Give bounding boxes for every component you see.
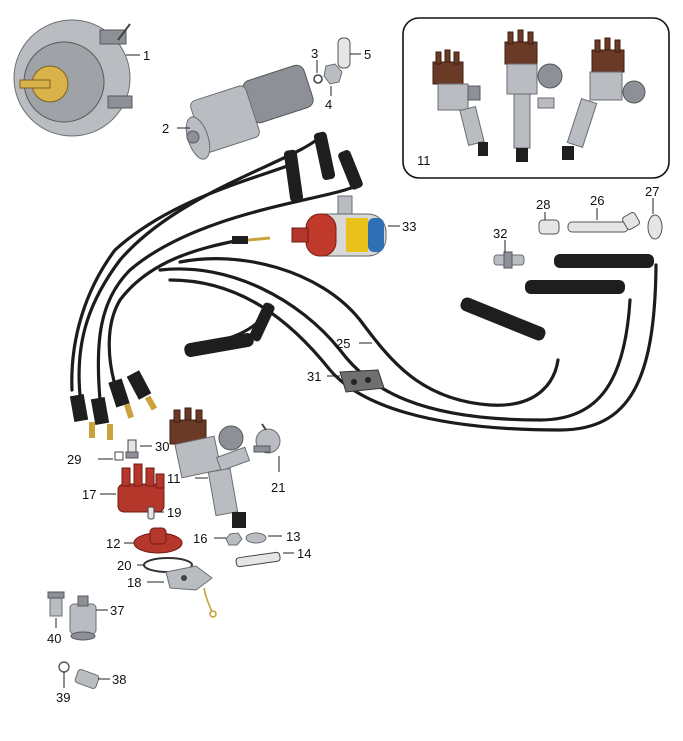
callout-4: 4 <box>325 97 332 112</box>
sender-40 <box>47 591 65 617</box>
connector-28 <box>538 219 560 235</box>
ignition-wire-set <box>69 131 658 440</box>
callout-12: 12 <box>106 536 120 551</box>
callout-38: 38 <box>112 672 126 687</box>
callout-5: 5 <box>364 47 371 62</box>
nut-16 <box>225 532 243 546</box>
callout-16: 16 <box>193 531 207 546</box>
callout-21: 21 <box>271 480 285 495</box>
callout-3: 3 <box>311 46 318 61</box>
callout-17: 17 <box>82 487 96 502</box>
callout-19: 19 <box>167 505 181 520</box>
distributor-cap-17 <box>117 463 165 513</box>
clip-29 <box>114 451 124 461</box>
alternator <box>13 19 133 137</box>
boot-5 <box>337 37 351 69</box>
callout-40: 40 <box>47 631 61 646</box>
starter-hardware <box>313 37 351 85</box>
callout-32: 32 <box>493 226 507 241</box>
oil-pressure-switch-37 <box>69 595 97 641</box>
callout-26: 26 <box>590 193 604 208</box>
starter-motor <box>185 64 314 160</box>
switch-38 <box>74 669 100 689</box>
callout-28: 28 <box>536 197 550 212</box>
distributor <box>169 407 251 528</box>
callout-30: 30 <box>155 439 169 454</box>
rotor-12 <box>133 527 183 554</box>
contact-points-18 <box>165 565 217 618</box>
callout-14: 14 <box>297 546 311 561</box>
distributor-variant-2 <box>504 29 563 162</box>
callout-11: 11 <box>167 471 181 486</box>
wire-26 <box>567 221 629 233</box>
washer-3 <box>313 74 323 84</box>
callout-27: 27 <box>645 184 659 199</box>
nut-4 <box>323 63 343 85</box>
callout-33: 33 <box>402 219 416 234</box>
washer-39 <box>58 661 70 673</box>
callout-11-inset: 11 <box>417 153 431 168</box>
distributor-variant-1 <box>432 49 488 156</box>
grommet-27 <box>647 214 663 240</box>
callout-2: 2 <box>162 121 169 136</box>
callout-1: 1 <box>143 48 150 63</box>
callout-13: 13 <box>286 529 300 544</box>
bracket-14 <box>235 551 281 568</box>
callout-29: 29 <box>67 452 81 467</box>
wire-separator-31 <box>339 369 385 393</box>
distributor-variant-3 <box>562 37 646 160</box>
callout-37: 37 <box>110 603 124 618</box>
carbon-brush-19 <box>147 506 155 520</box>
vacuum-unit-21 <box>253 423 281 454</box>
callout-25: 25 <box>336 336 350 351</box>
callout-20: 20 <box>117 558 131 573</box>
callout-31: 31 <box>307 369 321 384</box>
washer-13 <box>245 532 267 544</box>
callout-39: 39 <box>56 690 70 705</box>
sensor-32 <box>493 251 525 269</box>
extension-wire-parts <box>538 212 663 240</box>
brush-30 <box>125 439 139 459</box>
ignition-coil <box>291 195 387 257</box>
callout-18: 18 <box>127 575 141 590</box>
distributor-variants-inset: 11 <box>402 17 670 179</box>
